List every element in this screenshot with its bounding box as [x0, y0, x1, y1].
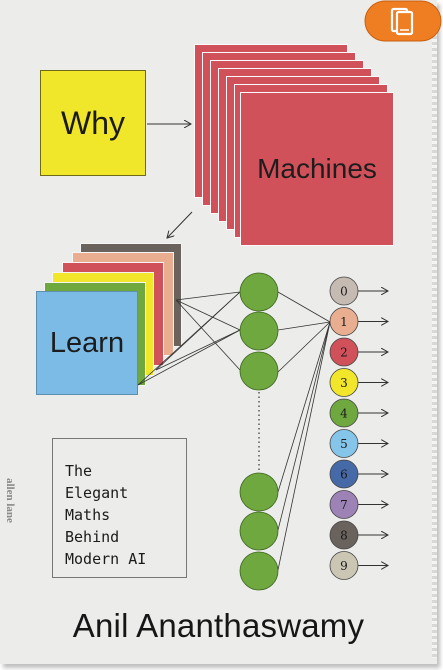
output-node-label: 7	[340, 498, 348, 512]
read-book-button[interactable]	[364, 0, 442, 44]
output-node	[329, 490, 359, 519]
output-node-label: 0	[340, 285, 348, 299]
output-node	[329, 337, 359, 367]
hidden-node	[239, 511, 279, 551]
output-node	[329, 307, 359, 336]
book-cover: Why Machines Learn	[0, 0, 437, 664]
author-name: Anil Ananthaswamy	[72, 607, 365, 644]
output-node	[329, 398, 359, 428]
hidden-node	[239, 351, 279, 391]
publisher-logo: allen lane	[4, 478, 16, 523]
hidden-node	[239, 272, 279, 312]
output-node-label: 6	[340, 468, 348, 482]
page-edge	[432, 6, 437, 658]
output-node-label: 1	[340, 315, 348, 329]
why-square: Why	[40, 70, 146, 176]
title-word-why: Why	[61, 104, 125, 141]
hidden-node	[239, 311, 279, 351]
network-diagram: 0 1 2 3 4 5 6 7 8 9	[137, 0, 437, 591]
book-reader-icon	[390, 7, 414, 36]
hidden-connections	[277, 291, 331, 571]
subtitle-box	[52, 438, 187, 578]
machines-square	[240, 92, 394, 246]
hidden-node	[239, 472, 279, 512]
output-node-label: 2	[340, 346, 348, 360]
subtitle-line: Maths	[65, 506, 111, 524]
input-connections	[137, 291, 241, 386]
output-node-label: 9	[340, 559, 348, 573]
output-node	[329, 551, 359, 580]
output-node-label: 3	[340, 376, 348, 390]
output-node	[329, 276, 359, 306]
output-node-label: 4	[340, 407, 348, 421]
subtitle-line: The	[65, 462, 93, 480]
output-nodes: 0 1 2 3 4 5 6 7 8 9	[329, 276, 388, 580]
subtitle-line: Behind	[65, 528, 120, 546]
output-node	[329, 459, 359, 489]
output-node-label: 8	[340, 529, 348, 543]
output-node	[329, 520, 359, 550]
learn-square	[36, 291, 138, 395]
output-node	[329, 368, 359, 397]
output-node-label: 5	[340, 437, 348, 451]
title-word-learn: Learn	[49, 326, 125, 359]
subtitle-line: Elegant	[65, 484, 129, 502]
arrow-machines-learn	[167, 211, 193, 238]
subtitle-line: Modern AI	[65, 550, 147, 568]
output-node	[329, 429, 359, 458]
hidden-node	[239, 551, 279, 591]
title-word-machines: Machines	[257, 153, 377, 184]
